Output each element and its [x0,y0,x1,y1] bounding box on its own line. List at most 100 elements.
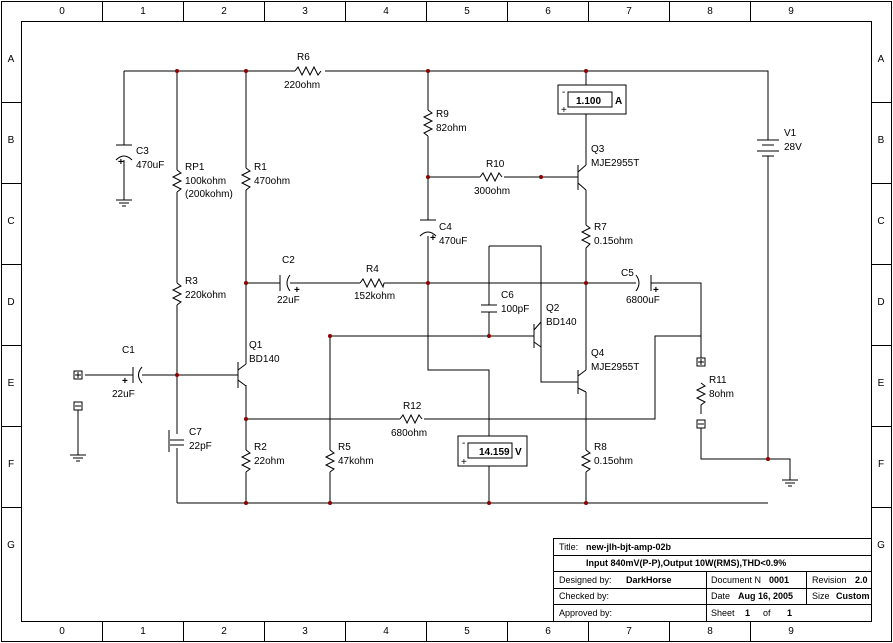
approved-label: Approved by: [559,608,612,618]
grid-col-label: 7 [626,626,632,637]
grid-row-label: E [8,378,15,389]
q1-name: Q1 [249,340,263,351]
voltmeter: - + 14.159 V [457,435,528,468]
c2-name: C2 [282,255,295,266]
grid-row-label: C [877,216,884,227]
c3-name: C3 [136,146,149,157]
grid-col-label: 2 [221,6,227,17]
rp1-value: 100kohm [185,176,226,187]
c6-symbol [481,304,497,313]
capacitor-polarity: + + + + + [118,157,659,387]
svg-text:+: + [461,457,467,468]
grid-col-label: 7 [626,6,632,17]
grid-col-label: 2 [221,626,227,637]
rp1-name: RP1 [185,162,205,173]
c1-symbol [132,366,143,384]
r8-value: 0.15ohm [594,456,633,467]
grid-row-label: C [7,216,14,227]
grid-col-label: 8 [707,626,713,637]
ground-symbols [70,199,798,487]
svg-text:A: A [615,96,622,107]
q2-symbol [533,321,542,348]
size-value: Custom [836,591,870,601]
grid-col-label: 4 [383,6,389,17]
v1-value: 28V [784,142,802,153]
description: Input 840mV(P-P),Output 10W(RMS),THD<0.9… [586,558,786,568]
revision-label: Revision [812,575,847,585]
svg-text:-: - [462,438,465,449]
svg-text:+: + [118,157,124,168]
r10-symbol [479,171,503,183]
grid-col-label: 3 [302,626,308,637]
c5-symbol [635,274,652,292]
wires [77,70,791,504]
r5-value: 47kohm [338,456,374,467]
grid-row-label: A [878,54,885,65]
sheet-value: 1 [745,608,750,618]
grid-col-label: 8 [707,6,713,17]
date-value: Aug 16, 2005 [738,591,793,601]
v1-name: V1 [784,128,797,139]
c5-value: 6800uF [626,295,660,306]
q4-value: MJE2955T [591,362,639,373]
q3-value: MJE2955T [591,158,639,169]
r1-name: R1 [254,162,267,173]
terminals [73,357,706,429]
c3-value: 470uF [136,160,164,171]
q4-name: Q4 [591,348,605,359]
revision-value: 2.0 [855,575,868,585]
title-label: Title: [559,542,578,552]
grid-row-label: B [878,135,885,146]
svg-text:+: + [653,285,659,296]
r4-value: 152kohm [354,291,395,302]
grid-col-label: 5 [464,6,470,17]
q2-value: BD140 [546,317,577,328]
c1-value: 22uF [112,389,135,400]
c4-value: 470uF [439,236,467,247]
q1-symbol [237,362,247,388]
junctions [175,69,770,505]
grid-row-label: B [8,135,15,146]
docn-label: Document N [711,575,761,585]
resistor-symbols [171,65,707,473]
grid-row-label: F [878,459,884,470]
r4-symbol [359,277,385,289]
r3-value: 220kohm [185,290,226,301]
grid-row-label: D [877,297,884,308]
grid-col-label: 6 [545,626,551,637]
ammeter: - + 1.100 A [557,84,627,116]
size-label: Size [812,591,830,601]
r4-name: R4 [366,264,379,275]
grid-col-label: 6 [545,6,551,17]
r12-name: R12 [403,401,422,412]
c4-symbol [419,219,437,237]
c2-value: 22uF [277,295,300,306]
r2-value: 22ohm [254,456,285,467]
r2-symbol [240,449,252,473]
svg-text:+: + [122,376,128,387]
r11-name: R11 [709,375,727,386]
title-block: Title: new-jlh-bjt-amp-02b Input 840mV(P… [553,538,872,622]
sheet-label: Sheet [711,608,735,618]
q2-name: Q2 [546,303,560,314]
r9-name: R9 [436,109,449,120]
svg-text:+: + [430,233,436,244]
r5-symbol [324,449,336,473]
sheets-value: 1 [787,608,792,618]
grid-col-label: 3 [302,6,308,17]
r1-value: 470ohm [254,176,290,187]
rp1-symbol [171,169,183,193]
svg-text:-: - [562,87,565,98]
designed-value: DarkHorse [626,575,672,585]
of-label: of [763,608,771,618]
r6-value: 220ohm [284,80,320,91]
c3-symbol [115,144,133,161]
svg-text:+: + [561,105,567,116]
r6-name: R6 [297,52,310,63]
r6-symbol [294,65,322,77]
transistor-symbols [237,164,587,394]
c5-name: C5 [621,268,634,279]
r8-symbol [580,449,592,473]
